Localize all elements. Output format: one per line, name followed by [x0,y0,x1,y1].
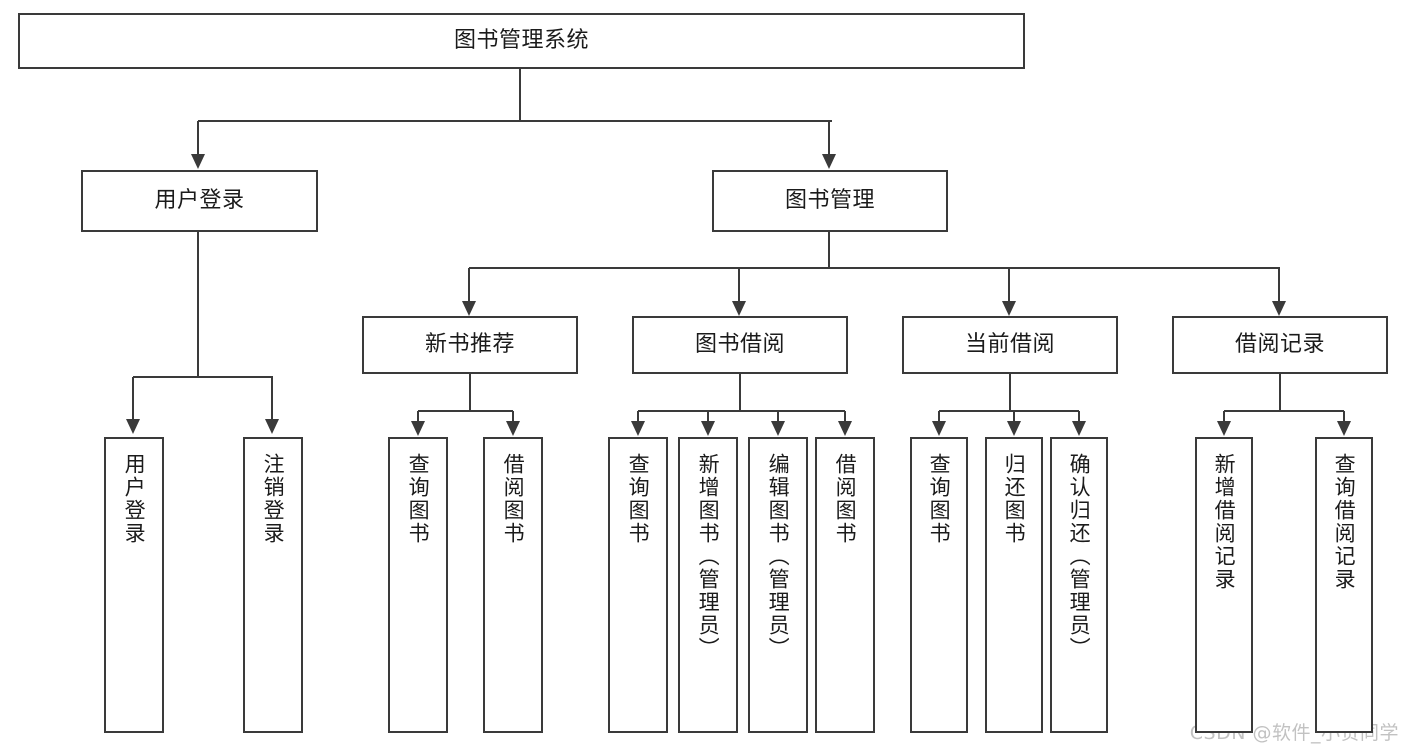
node-leaf-leaf-query-book-3[interactable]: 查询图书 [910,437,968,733]
node-label: 新增图书（管理员） [696,453,721,660]
node-label: 编辑图书（管理员） [766,453,791,660]
arrow-head-icon-leaf-add-book [701,421,715,436]
connector-user-bus [133,375,273,379]
connector-book-drop-1 [737,268,741,301]
node-label: 借阅记录 [1234,332,1325,358]
connector-book-drop-0 [467,268,471,301]
node-leaf-leaf-add-record[interactable]: 新增借阅记录 [1195,437,1253,733]
connector-new-book-recommend-bus [418,409,513,413]
node-leaf-leaf-query-book-2[interactable]: 查询图书 [608,437,668,733]
connector-root-drop-0 [196,121,200,154]
connector-current-borrow-bus [939,409,1079,413]
connector-user-stem [196,232,200,377]
node-level2-user-login[interactable]: 用户登录 [81,170,318,232]
arrow-head-icon-leaf-borrow-book-1 [506,421,520,436]
node-label: 用户登录 [154,188,245,214]
connector-book-bus [469,266,1280,270]
node-leaf-leaf-query-record[interactable]: 查询借阅记录 [1315,437,1373,733]
node-label: 借阅图书 [833,453,858,545]
connector-borrow-record-stem [1278,374,1282,411]
node-label: 新书推荐 [424,332,515,358]
node-label: 查询图书 [626,453,651,545]
node-label: 查询图书 [927,453,952,545]
node-label: 当前借阅 [964,332,1055,358]
connector-current-borrow-drop-0 [937,411,941,422]
arrow-head-icon-leaf-edit-book [771,421,785,436]
node-label: 查询借阅记录 [1332,453,1357,591]
connector-book-borrow-drop-3 [843,411,847,422]
node-label: 新增借阅记录 [1212,453,1237,591]
node-label: 注销登录 [261,453,286,545]
node-leaf-leaf-add-book[interactable]: 新增图书（管理员） [678,437,738,733]
connector-root-bus [198,119,832,123]
arrow-head-icon-root-0 [191,154,205,169]
node-root-root[interactable]: 图书管理系统 [18,13,1025,69]
connector-book-borrow-drop-0 [636,411,640,422]
node-label: 用户登录 [122,453,147,545]
node-level3-book-borrow[interactable]: 图书借阅 [632,316,848,374]
arrow-head-icon-user-0 [126,419,140,434]
node-label: 图书管理 [784,188,875,214]
connector-new-book-recommend-drop-1 [511,411,515,422]
connector-book-borrow-stem [738,374,742,411]
connector-root-drop-1 [827,121,831,154]
arrow-head-icon-book-0 [462,301,476,316]
arrow-head-icon-book-2 [1002,301,1016,316]
node-leaf-leaf-borrow-book-1[interactable]: 借阅图书 [483,437,543,733]
node-level2-book-manage[interactable]: 图书管理 [712,170,948,232]
node-leaf-leaf-return-book[interactable]: 归还图书 [985,437,1043,733]
connector-book-borrow-drop-2 [776,411,780,422]
connector-new-book-recommend-drop-0 [416,411,420,422]
arrow-head-icon-leaf-add-record [1217,421,1231,436]
node-leaf-leaf-query-book-1[interactable]: 查询图书 [388,437,448,733]
arrow-head-icon-user-1 [265,419,279,434]
node-leaf-leaf-user-login[interactable]: 用户登录 [104,437,164,733]
arrow-head-icon-leaf-confirm-return [1072,421,1086,436]
node-label: 图书借阅 [694,332,785,358]
node-label: 归还图书 [1002,453,1027,545]
arrow-head-icon-leaf-query-book-3 [932,421,946,436]
arrow-head-icon-root-1 [822,154,836,169]
node-label: 图书管理系统 [453,28,589,54]
arrow-head-icon-leaf-query-book-2 [631,421,645,436]
connector-new-book-recommend-stem [468,374,472,411]
connector-user-drop-1 [270,377,274,419]
connector-borrow-record-drop-1 [1342,411,1346,422]
node-leaf-leaf-user-logout[interactable]: 注销登录 [243,437,303,733]
arrow-head-icon-book-1 [732,301,746,316]
connector-book-borrow-drop-1 [706,411,710,422]
node-label: 查询图书 [406,453,431,545]
connector-current-borrow-stem [1008,374,1012,411]
connector-root-stem [518,69,522,121]
connector-book-drop-3 [1277,268,1281,301]
connector-book-borrow-bus [638,409,845,413]
connector-borrow-record-drop-0 [1222,411,1226,422]
node-level3-current-borrow[interactable]: 当前借阅 [902,316,1118,374]
arrow-head-icon-leaf-query-record [1337,421,1351,436]
connector-book-drop-2 [1007,268,1011,301]
arrow-head-icon-leaf-return-book [1007,421,1021,436]
node-label: 借阅图书 [501,453,526,545]
connector-book-stem [827,232,831,268]
arrow-head-icon-leaf-borrow-book-2 [838,421,852,436]
node-leaf-leaf-edit-book[interactable]: 编辑图书（管理员） [748,437,808,733]
connector-user-drop-0 [131,377,135,419]
node-label: 确认归还（管理员） [1067,453,1092,660]
node-leaf-leaf-confirm-return[interactable]: 确认归还（管理员） [1050,437,1108,733]
arrow-head-icon-leaf-query-book-1 [411,421,425,436]
node-level3-borrow-record[interactable]: 借阅记录 [1172,316,1388,374]
node-leaf-leaf-borrow-book-2[interactable]: 借阅图书 [815,437,875,733]
connector-current-borrow-drop-1 [1012,411,1016,422]
arrow-head-icon-book-3 [1272,301,1286,316]
connector-borrow-record-bus [1224,409,1344,413]
connector-current-borrow-drop-2 [1077,411,1081,422]
node-level3-new-book-recommend[interactable]: 新书推荐 [362,316,578,374]
